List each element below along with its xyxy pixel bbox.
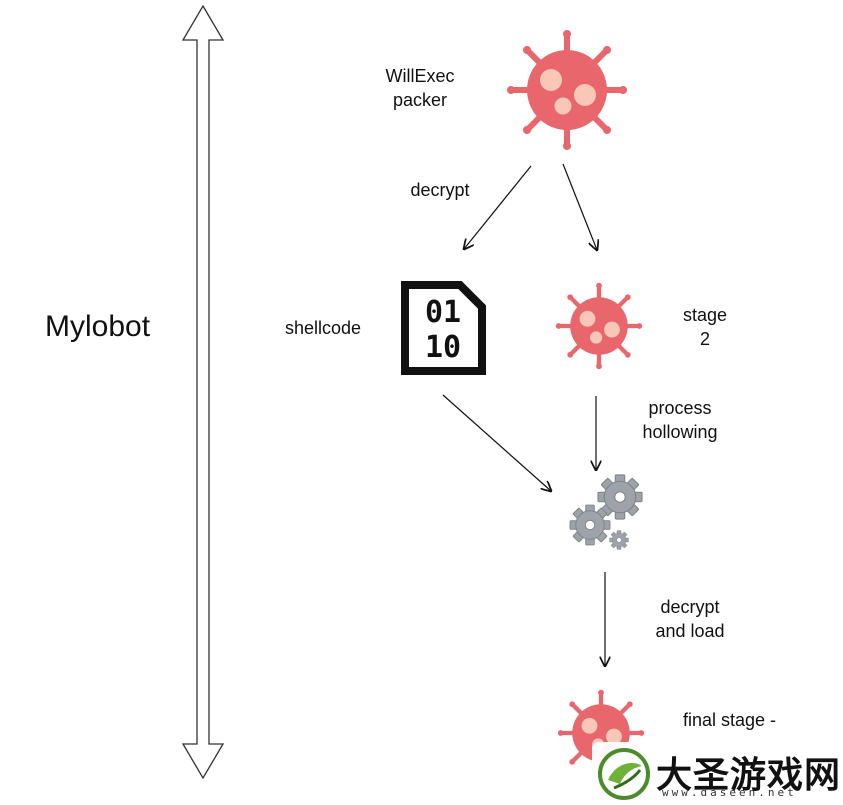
decrypt-edge-label: decrypt — [410, 180, 470, 200]
shellcode-glyph-row-2: 10 — [425, 330, 461, 365]
shellcode-glyph-row-1: 01 — [425, 295, 461, 330]
stage2-line-1: stage — [682, 305, 728, 325]
process-hollowing-line-2: hollowing — [642, 422, 718, 442]
decrypt-and-load-line-2: and load — [655, 621, 725, 641]
stage2-virus-icon — [556, 283, 642, 369]
watermark: 大圣游戏网 www.daseen.net — [592, 742, 843, 805]
arrow-packer-to-shellcode — [464, 165, 532, 249]
mylobot-span-arrow — [181, 4, 225, 780]
final-stage-label: final stage - — [683, 710, 777, 730]
gears-icon — [569, 474, 643, 550]
watermark-logo-icon — [598, 748, 650, 800]
watermark-text: 大圣游戏网 — [656, 755, 842, 796]
process-hollowing-label: process hollowing — [625, 396, 735, 444]
willexec-line-1: WillExec — [385, 66, 455, 86]
process-hollowing-line-1: process — [648, 398, 712, 418]
willexec-virus-icon — [507, 30, 627, 150]
arrow-shellcode-to-gears — [442, 394, 551, 491]
willexec-line-2: packer — [392, 90, 448, 110]
shellcode-document-icon: 01 10 — [401, 281, 486, 375]
arrow-packer-to-stage2 — [562, 163, 597, 250]
willexec-packer-label: WillExec packer — [365, 64, 475, 112]
decrypt-and-load-line-1: decrypt — [660, 597, 720, 617]
shellcode-label: shellcode — [285, 318, 362, 338]
stage2-line-2: 2 — [699, 329, 710, 349]
stage2-label: stage 2 — [670, 303, 740, 351]
mylobot-label: Mylobot — [45, 310, 151, 343]
watermark-url: www.daseen.net — [662, 786, 797, 799]
decrypt-and-load-label: decrypt and load — [635, 595, 745, 643]
